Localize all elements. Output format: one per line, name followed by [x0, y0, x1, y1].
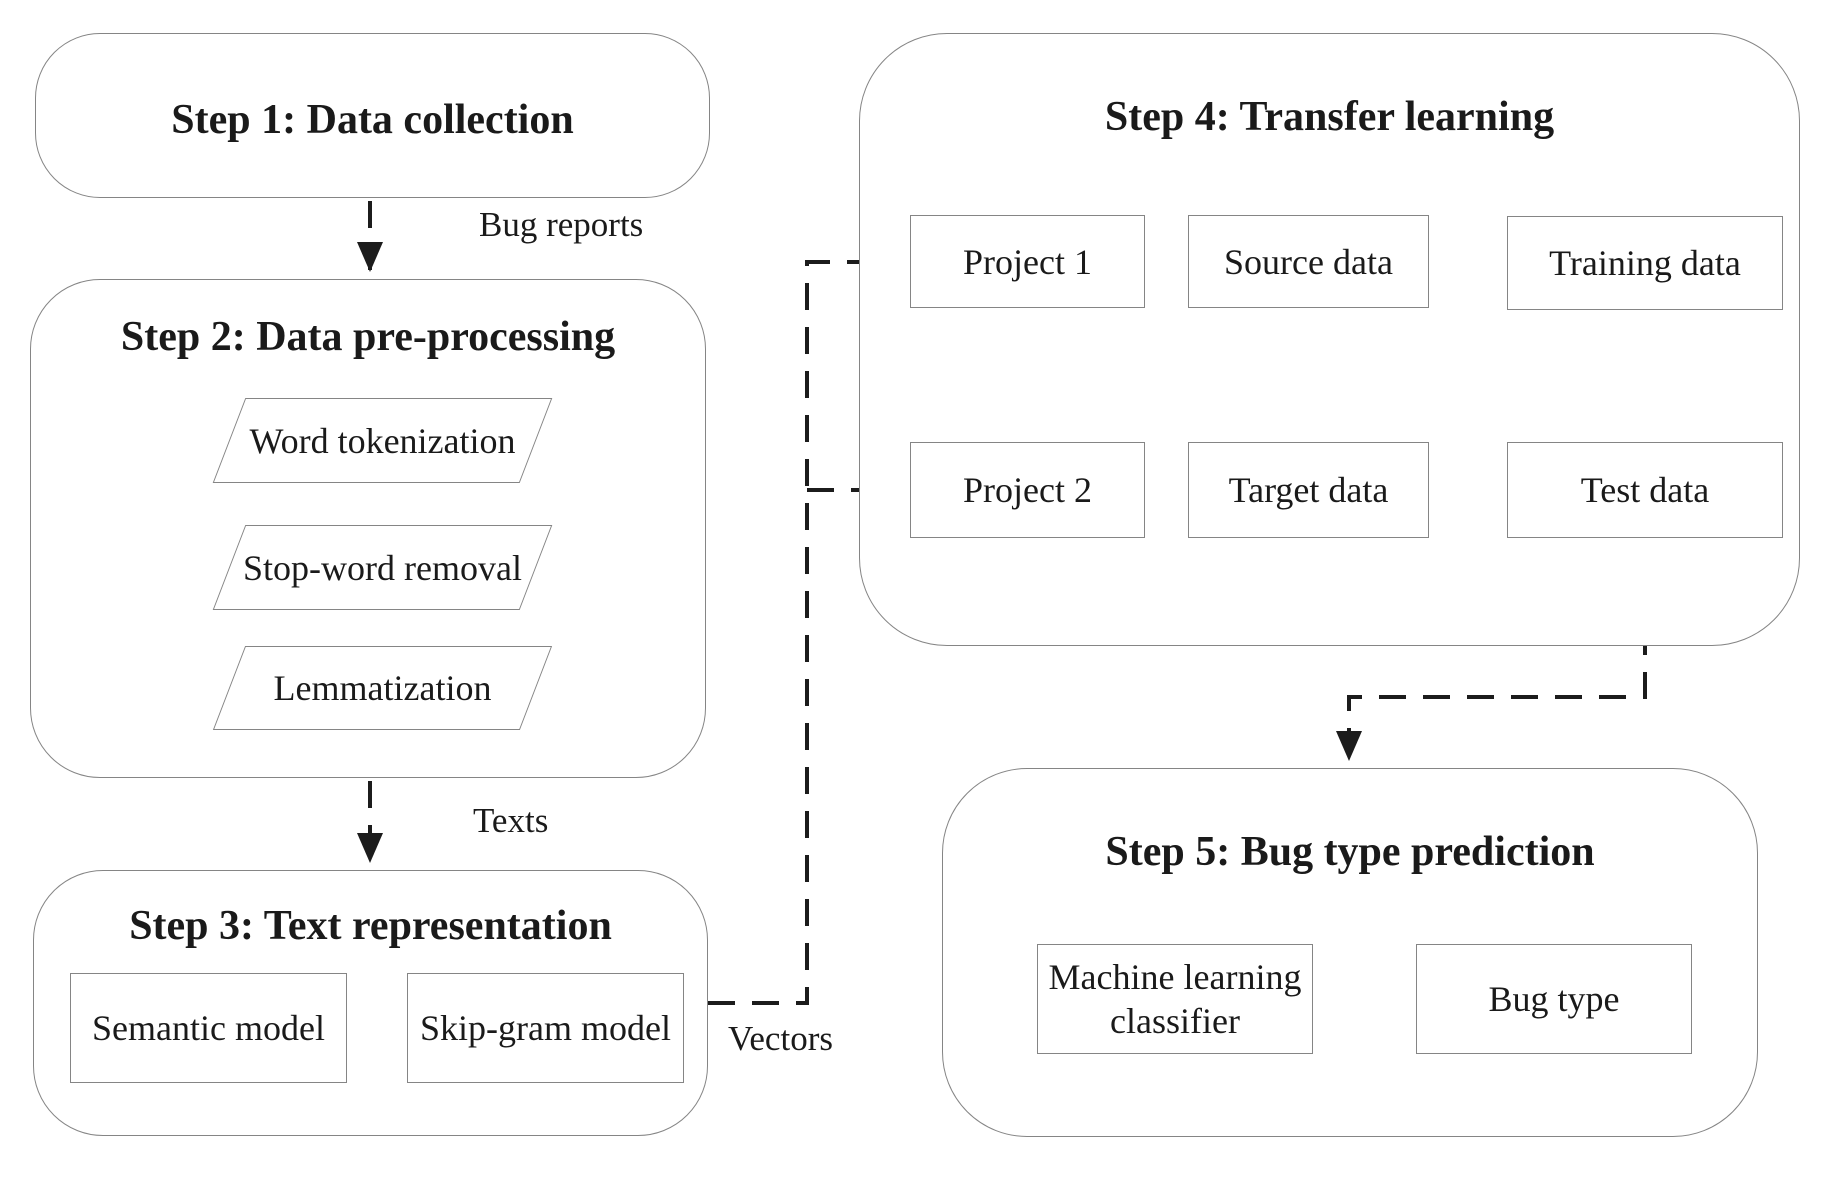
stage-stopword-removal: Stop-word removal [212, 525, 553, 610]
step4-title: Step 4: Transfer learning [1104, 94, 1555, 140]
edge-label-bug-reports: Bug reports [479, 205, 644, 244]
node-bug-type: Bug type [1416, 944, 1692, 1054]
edge-label-texts: Texts [473, 801, 549, 840]
stage-label: Lemmatization [273, 668, 492, 708]
stage-word-tokenization: Word tokenization [212, 398, 553, 483]
step1-container [35, 33, 710, 198]
stage-label: Word tokenization [249, 420, 516, 461]
step2-title: Step 2: Data pre-processing [120, 314, 616, 360]
node-source-data: Source data [1188, 215, 1429, 308]
stage-label: Stop-word removal [243, 547, 522, 588]
node-test-data: Test data [1507, 442, 1783, 538]
step5-title: Step 5: Bug type prediction [1105, 829, 1595, 875]
stage-lemmatization: Lemmatization [212, 646, 553, 730]
node-project1: Project 1 [910, 215, 1145, 308]
step1-title: Step 1: Data collection [171, 97, 574, 143]
step4-container [859, 33, 1800, 646]
edge-label-vectors: Vectors [728, 1019, 833, 1058]
node-target-data: Target data [1188, 442, 1429, 538]
node-training-data: Training data [1507, 216, 1783, 310]
node-ml-classifier: Machine learning classifier [1037, 944, 1313, 1054]
step3-title: Step 3: Text representation [129, 903, 612, 949]
node-project2: Project 2 [910, 442, 1145, 538]
node-semantic-model: Semantic model [70, 973, 347, 1083]
node-skipgram-model: Skip-gram model [407, 973, 684, 1083]
